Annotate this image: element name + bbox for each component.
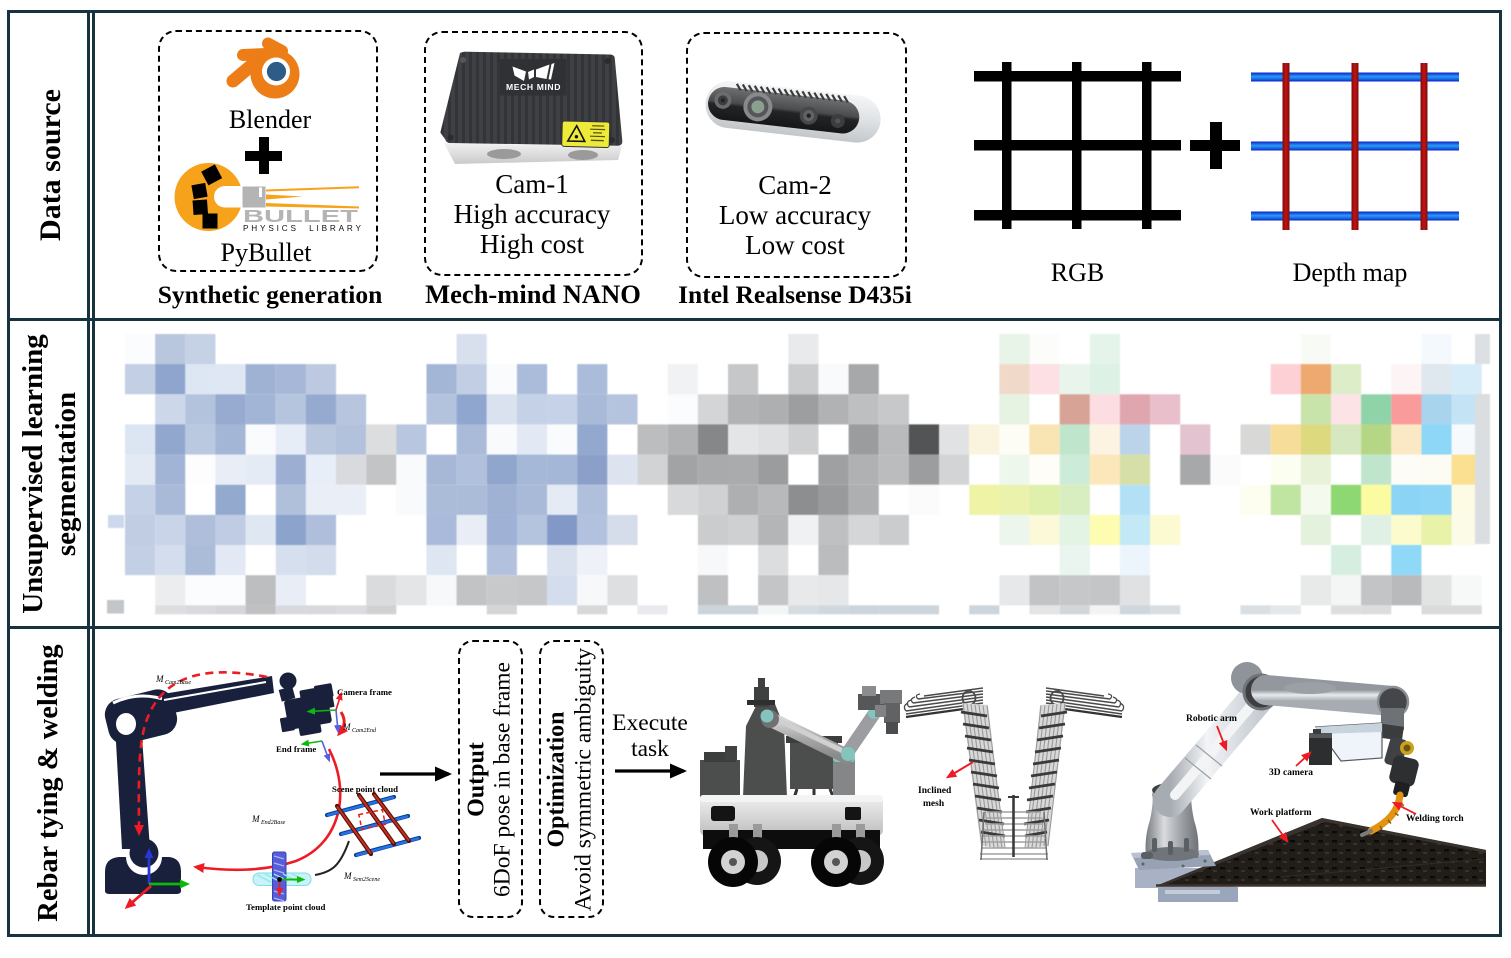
svg-text:Camera frame: Camera frame	[337, 687, 392, 697]
svg-text:MECH MIND: MECH MIND	[506, 82, 561, 92]
svg-text:3D camera: 3D camera	[1269, 768, 1313, 778]
svg-text:BULLET: BULLET	[243, 206, 358, 226]
svg-text:mesh: mesh	[923, 799, 945, 809]
svg-text:Scene point cloud: Scene point cloud	[332, 784, 398, 794]
svg-text:Robotic arm: Robotic arm	[1186, 714, 1237, 724]
svg-text:Sem2Scene: Sem2Scene	[353, 877, 380, 883]
svg-text:End2Base: End2Base	[260, 820, 286, 826]
svg-text:M: M	[342, 722, 351, 732]
svg-text:Welding torch: Welding torch	[1406, 814, 1464, 824]
svg-text:Work platform: Work platform	[1250, 808, 1312, 818]
svg-text:Template point cloud: Template point cloud	[246, 902, 325, 912]
svg-text:Inclined: Inclined	[918, 786, 952, 796]
svg-text:Cam2End: Cam2End	[352, 728, 377, 734]
svg-text:Cam2Base: Cam2Base	[165, 680, 191, 686]
svg-text:M: M	[343, 871, 352, 881]
svg-text:End frame: End frame	[276, 744, 316, 754]
svg-text:M: M	[155, 674, 164, 684]
svg-text:M: M	[251, 814, 260, 824]
